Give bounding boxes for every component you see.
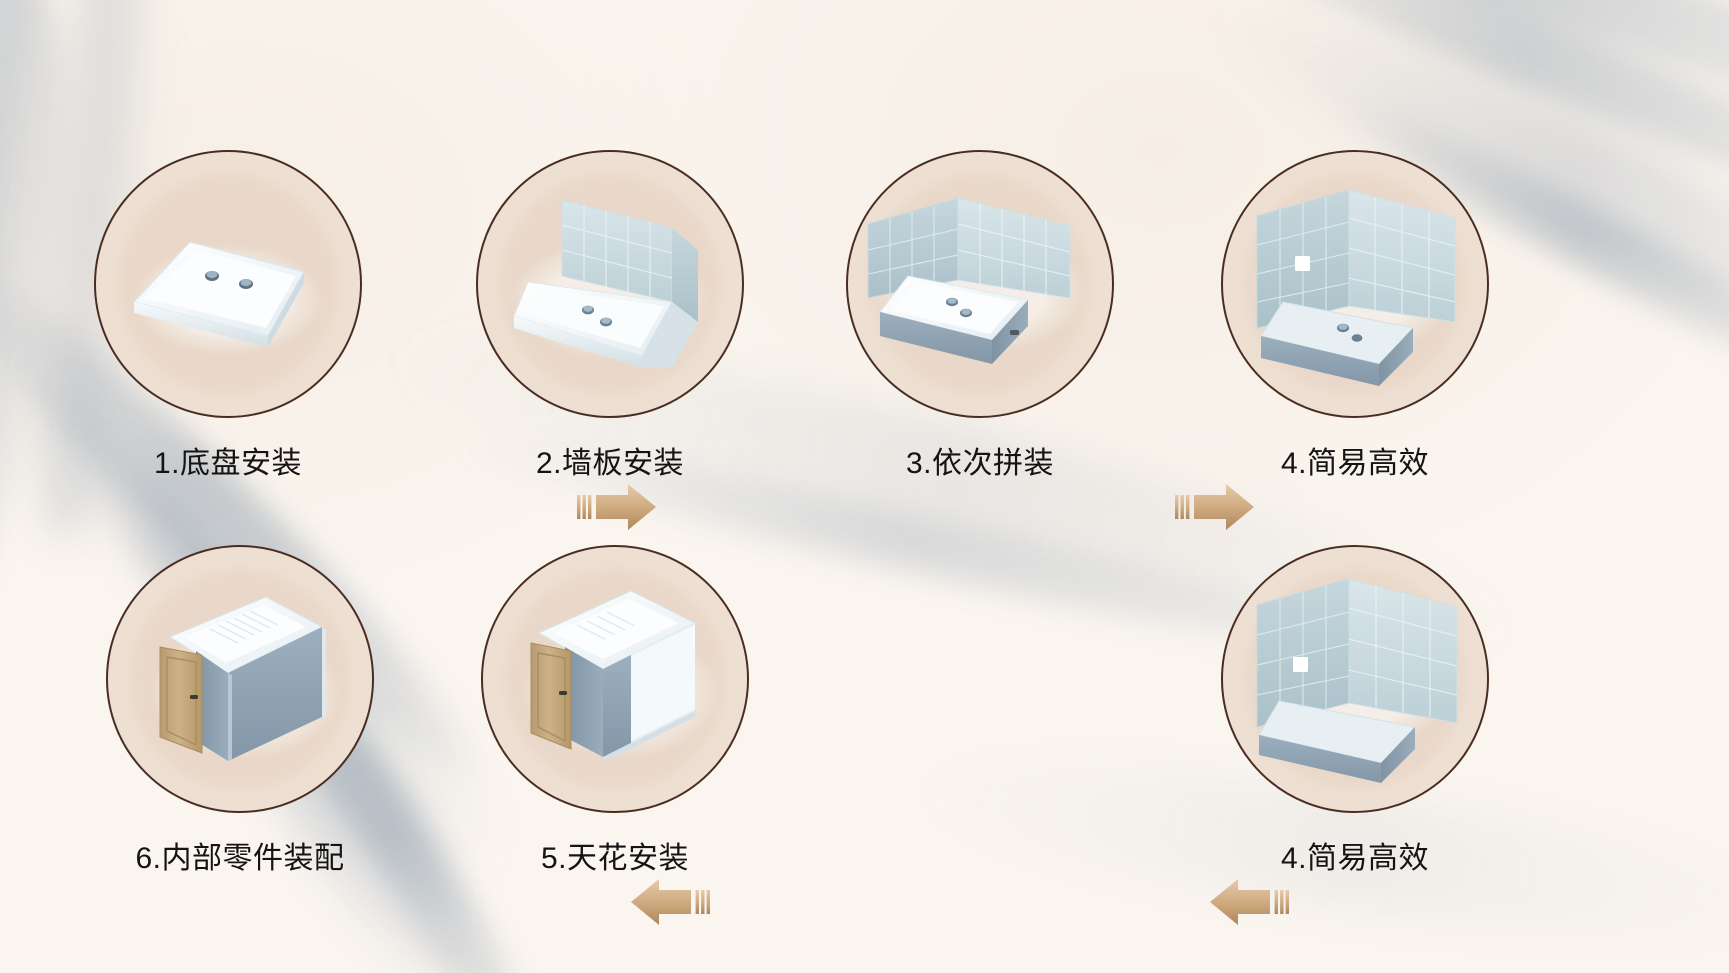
arrow-step1-to-step2 [576,481,660,533]
step-2-caption: 2.墙板安装 [535,447,685,480]
unit-with-ceiling-icon [481,545,749,813]
step-1[interactable]: 1.底盘安装 [78,150,378,482]
three-walls-tiled-icon [1221,545,1489,813]
base-with-one-wall-icon [476,150,744,418]
shower-base-icon [94,150,362,418]
step-1-circle [94,150,362,418]
step-5-caption: 5.天花安装 [540,842,690,875]
step-6-caption: 6.内部零件装配 [135,842,345,875]
step-2[interactable]: 2.墙板安装 [460,150,760,482]
base-with-two-walls-icon [846,150,1114,418]
arrow-step5-to-step6 [627,876,711,928]
step-2-circle [476,150,744,418]
step-4-bottom-circle [1221,545,1489,813]
arrow-step4-to-step5 [1206,876,1290,928]
step-3[interactable]: 3.依次拼装 [830,150,1130,482]
step-4-bottom-visual[interactable]: 4.简易高效 [1205,545,1505,877]
step-3-caption: 3.依次拼装 [905,447,1055,480]
step-4-caption-bottom: 4.简易高效 [1280,842,1430,875]
finished-unit-icon [106,545,374,813]
step-5-circle [481,545,749,813]
arrow-step2-to-step3 [1174,481,1258,533]
step-4[interactable]: 4.简易高效 [1205,150,1505,482]
step-4-caption: 4.简易高效 [1280,447,1430,480]
step-6[interactable]: 6.内部零件装配 [90,545,390,877]
step-6-circle [106,545,374,813]
step-1-caption: 1.底盘安装 [153,447,303,480]
step-4-circle [1221,150,1489,418]
three-walls-tiled-icon [1221,150,1489,418]
step-3-circle [846,150,1114,418]
step-5[interactable]: 5.天花安装 [465,545,765,877]
